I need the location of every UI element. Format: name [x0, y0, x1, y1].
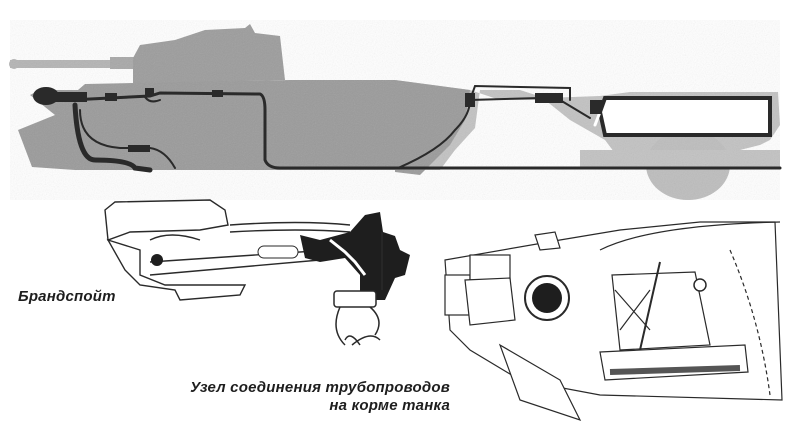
pipe-fittings: [33, 87, 602, 152]
fire-nozzle-caption: Брандспойт: [18, 288, 116, 305]
stern-junction-caption-line1: Узел соединения трубопроводов: [190, 379, 450, 396]
stern-junction-caption-line2: на корме танка: [329, 397, 450, 414]
hose-clamp: [333, 290, 381, 346]
